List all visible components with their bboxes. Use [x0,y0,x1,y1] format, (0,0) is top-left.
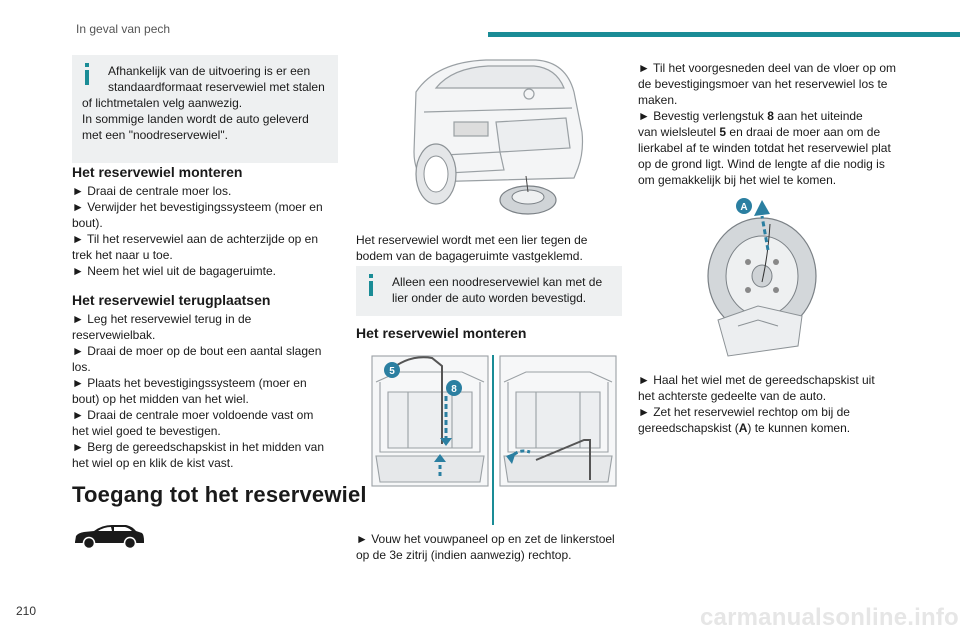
replace-steps: ► Leg het reservewiel terug in de reserv… [72,311,338,471]
step-line: van wielsleutel 5 en draai de moer aan o… [638,124,904,140]
step-line: ► Leg het reservewiel terug in de [72,312,252,326]
heading-access: Toegang tot het reservewiel [72,482,367,507]
spare-wheel-toolkit-illustration: A [707,198,817,357]
step-line: ► Draai de moer op de bout een aantal sl… [72,344,322,358]
step-line: op de grond ligt. Wind de lengte af die … [638,157,885,171]
text-run: en draai de moer aan om de [726,125,881,139]
step-line: ► Haal het wiel met de gereedschapskist … [638,373,875,387]
car-rear-winch-illustration [413,59,584,215]
note-line: of lichtmetalen velg aanwezig. [82,96,243,110]
step-line: ► Verwijder het bevestigingssysteem (moe… [72,200,323,214]
heading-mount-col2: Het reservewiel monteren [356,325,527,341]
note-line: In sommige landen wordt de auto geleverd [82,112,309,126]
text-run: ► Bevestig verlengstuk [638,109,768,123]
section-header: In geval van pech [76,22,171,36]
caption-line: Het reservewiel wordt met een lier tegen… [356,233,588,247]
step-line: ► Draai de centrale moer los. [72,184,232,198]
info-note-emergency-wheel: Alleen een noodreservewiel kan met de li… [356,266,622,316]
info-icon [82,63,92,89]
step-line: ► Neem het wiel uit de bagageruimte. [72,264,276,278]
watermark: carmanualsonline.info [700,604,959,631]
car-silhouette-icon [75,525,144,550]
step-line: ► Zet het reservewiel rechtop om bij de [638,405,850,419]
step-line: ► Til het reservewiel aan de achterzijde… [72,232,319,246]
caption-line: bodem van de bagageruimte vastgeklemd. [356,249,583,263]
note-line: standaardformaat reservewiel met stalen [108,80,325,94]
step-line: de bevestigingsmoer van het reservewiel … [638,77,888,91]
badge-5-label: 5 [389,366,395,377]
step-line: bout). [72,216,103,230]
heading-replace: Het reservewiel terugplaatsen [72,292,271,308]
winch-caption: Het reservewiel wordt met een lier tegen… [356,232,622,264]
badge-8-label: 8 [451,384,457,395]
step-line: ► Plaats het bevestigingssysteem (moer e… [72,376,307,390]
bold-ref: 5 [719,125,727,139]
text-run: gereedschapskist ( [638,421,739,435]
info-icon [366,274,376,300]
text-run: aan het uiteinde [773,109,863,123]
step-line: het achterste gedeelte van de auto. [638,389,827,403]
step-line: gereedschapskist (A) te kunnen komen. [638,420,904,436]
step-line: trek het naar u toe. [72,248,173,262]
trunk-tool-turning-illustration [499,355,617,487]
fold-panel-step: ► Vouw het vouwpaneel op en zet de linke… [356,531,626,563]
info-note-spare-wheel: Afhankelijk van de uitvoering is er een … [72,55,338,163]
text-run: ) te kunnen komen. [747,421,851,435]
step-line: bout) op het midden van het wiel. [72,392,249,406]
heading-mount-col1: Het reservewiel monteren [72,164,243,180]
step-line: lierkabel af te winden totdat het reserv… [638,141,891,155]
step-line: het wiel goed te bevestigen. [72,424,221,438]
bold-ref: A [738,421,748,435]
step-line: los. [72,360,91,374]
illustration-divider [492,355,494,525]
step-line: ► Vouw het vouwpaneel op en zet de linke… [356,532,615,546]
note-line: Afhankelijk van de uitvoering is er een [108,64,311,78]
text-run: van wielsleutel [638,125,720,139]
page-number: 210 [16,604,37,618]
step-line: ► Til het voorgesneden deel van de vloer… [638,61,897,75]
step-line: reservewielbak. [72,328,156,342]
step-line: ► Berg de gereedschapskist in het midden… [72,440,325,454]
step-line: maken. [638,93,678,107]
note-line: lier onder de auto worden bevestigd. [392,291,587,305]
badge-a-label: A [740,202,747,213]
note-line: Alleen een noodreservewiel kan met de [392,275,603,289]
step-line: ► Draai de centrale moer voldoende vast … [72,408,314,422]
remove-wheel-steps: ► Haal het wiel met de gereedschapskist … [638,372,904,436]
step-line: om gemakkelijk bij het wiel te komen. [638,173,837,187]
header-accent-bar [488,32,960,37]
trunk-tool-insertion-illustration: 5 8 [371,355,489,487]
note-line: met een "noodreservewiel". [82,128,228,142]
lift-floor-steps: ► Til het voorgesneden deel van de vloer… [638,60,904,188]
step-line: ► Bevestig verlengstuk 8 aan het uiteind… [638,108,904,124]
mount-steps: ► Draai de centrale moer los. ► Verwijde… [72,183,338,279]
bold-ref: 8 [767,109,774,123]
step-line: op de 3e zitrij (indien aanwezig) rechto… [356,548,572,562]
step-line: het wiel op en klik de kist vast. [72,456,234,470]
